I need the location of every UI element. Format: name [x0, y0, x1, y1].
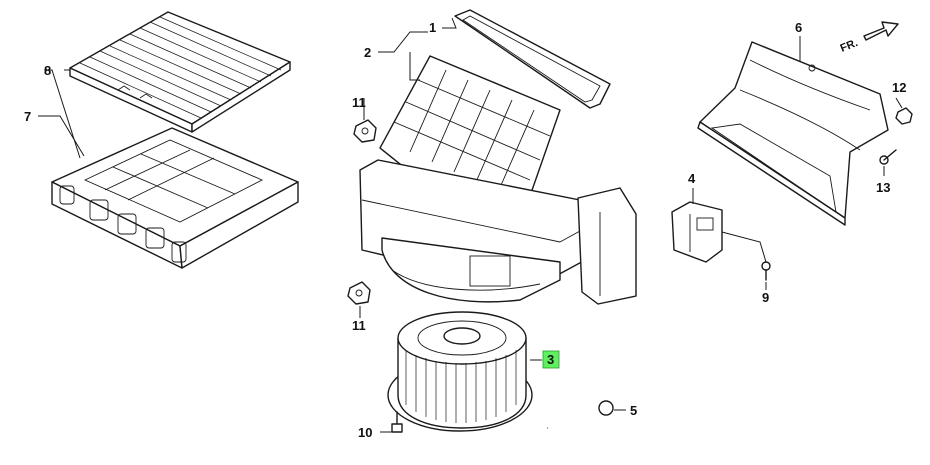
callout-5: 5: [630, 403, 637, 418]
part-4-resistor[interactable]: [671, 201, 723, 263]
fr-label: FR.: [839, 37, 860, 55]
part-9-screw[interactable]: [761, 261, 771, 281]
callout-4: 4: [688, 171, 696, 186]
part-11-nut-lower[interactable]: [347, 281, 371, 305]
part-6-duct[interactable]: [697, 41, 889, 226]
callout-11-lower: 11: [352, 318, 366, 333]
part-12-nut[interactable]: [895, 107, 913, 125]
callout-1: 1: [429, 20, 436, 35]
part-8-filter-element[interactable]: [69, 11, 291, 133]
arrow-icon: [863, 21, 899, 41]
callout-11-upper: 11: [352, 95, 366, 110]
callout-13: 13: [876, 180, 890, 195]
callout-12: 12: [892, 80, 906, 95]
part-10-screw[interactable]: [391, 411, 403, 433]
callout-3-highlight: [542, 350, 560, 369]
part-13-screw[interactable]: [879, 149, 897, 165]
callout-2: 2: [364, 45, 371, 60]
part-1-gasket[interactable]: [454, 9, 611, 109]
part-3-blower-fan[interactable]: [387, 311, 533, 432]
callout-labels: 1 2 8 7 6 11 11 4 9 12 13 3 5 10: [24, 20, 906, 440]
part-5-hose[interactable]: [547, 400, 614, 432]
callout-7: 7: [24, 109, 31, 124]
part-7-filter-lid[interactable]: [51, 127, 299, 269]
callout-8: 8: [44, 63, 51, 78]
leader-lines: [38, 17, 903, 433]
callout-3: 3: [547, 352, 554, 367]
callout-10: 10: [358, 425, 372, 440]
blower-housing[interactable]: [359, 55, 637, 305]
part-11-nut-upper[interactable]: [353, 119, 377, 143]
callout-6: 6: [795, 20, 802, 35]
callout-9: 9: [762, 290, 769, 305]
front-direction-indicator: FR.: [839, 21, 899, 55]
